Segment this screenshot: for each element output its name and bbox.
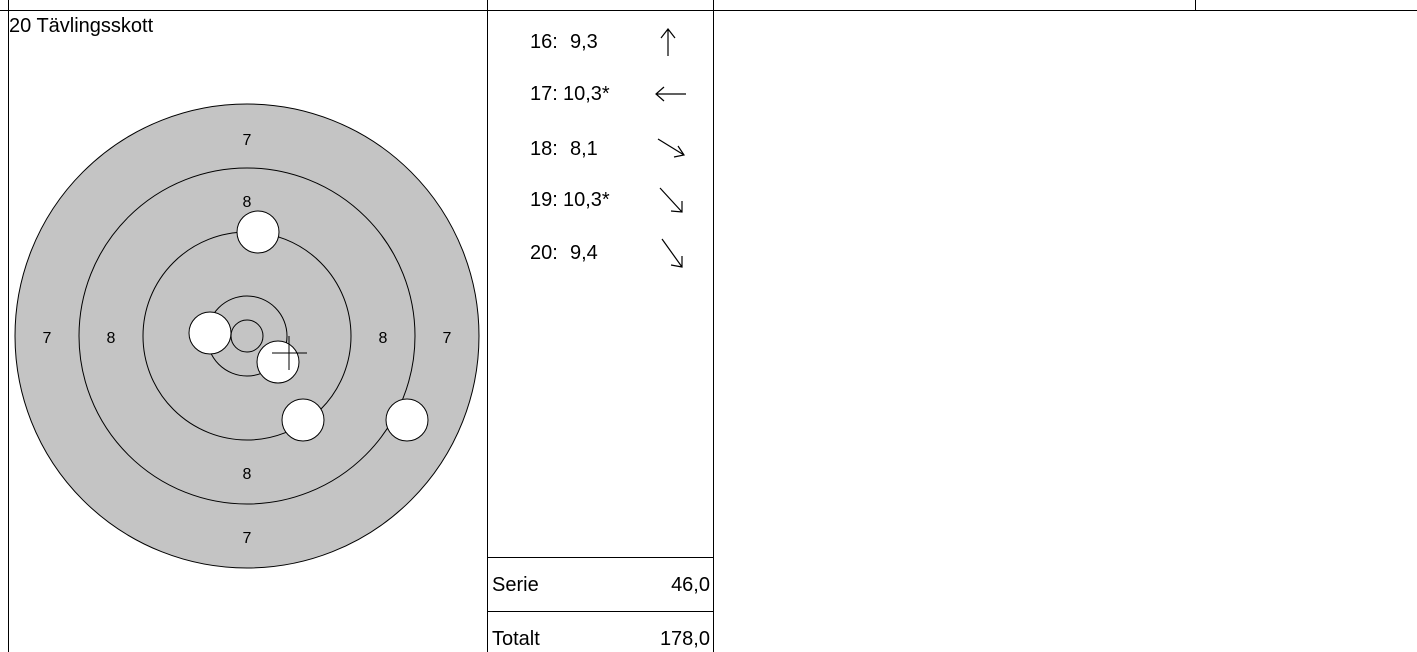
total-value: 178,0: [659, 628, 710, 650]
left-border: [8, 0, 9, 652]
ring-label-right-inner: 8: [379, 330, 388, 347]
shot-hole: [281, 398, 325, 442]
shot-hole: [385, 398, 429, 442]
arrow-up-icon: [660, 28, 676, 56]
ring-label-top-inner: 8: [243, 194, 252, 211]
shot-score: 9,3: [570, 31, 598, 53]
arrow-down-right-icon: [661, 238, 683, 268]
col-divider-2: [713, 0, 714, 652]
ring-label-top-outer: 7: [243, 132, 252, 149]
shot-score: 10,3*: [563, 83, 610, 105]
top-border: [0, 10, 1417, 11]
ring-label-bottom-outer: 7: [243, 530, 252, 547]
shot-row: 19: 10,3*: [490, 187, 710, 213]
shot-hole: [188, 311, 232, 355]
shot-score: 9,4: [570, 242, 598, 264]
shot-number: 19:: [530, 189, 558, 211]
arrow-down-right-icon: [659, 187, 683, 213]
col-divider-3: [1195, 0, 1196, 11]
total-label: Totalt: [492, 628, 540, 650]
ring-label-left-inner: 8: [107, 330, 116, 347]
shot-number: 18:: [530, 138, 558, 160]
summary-divider-mid: [487, 611, 714, 612]
shot-hole: [256, 340, 300, 384]
shot-row: 16: 9,3: [490, 28, 710, 56]
serie-value: 46,0: [671, 574, 710, 596]
ring-label-right-outer: 7: [443, 330, 452, 347]
ring-7: [14, 103, 480, 569]
arrow-left-icon: [655, 86, 686, 102]
shot-row: 20: 9,4: [490, 238, 710, 268]
shot-number: 16:: [530, 31, 558, 53]
shot-row: 17: 10,3*: [490, 82, 710, 106]
ring-8: [78, 167, 416, 505]
serie-label: Serie: [492, 574, 539, 596]
shooting-target: 7 8 7 8 8 7 8 7: [14, 103, 480, 569]
series-title: 20 Tävlingsskott: [9, 15, 154, 37]
col-divider-1: [487, 0, 488, 652]
shot-score: 10,3*: [563, 189, 610, 211]
shot-number: 17:: [530, 83, 558, 105]
ring-label-bottom-inner: 8: [243, 466, 252, 483]
arrow-down-right-icon: [657, 138, 685, 158]
shot-score: 8,1: [570, 138, 598, 160]
shot-hole: [236, 210, 280, 254]
shot-number: 20:: [530, 242, 558, 264]
shot-row: 18: 8,1: [490, 137, 710, 161]
ring-label-left-outer: 7: [43, 330, 52, 347]
summary-divider-top: [487, 557, 714, 558]
